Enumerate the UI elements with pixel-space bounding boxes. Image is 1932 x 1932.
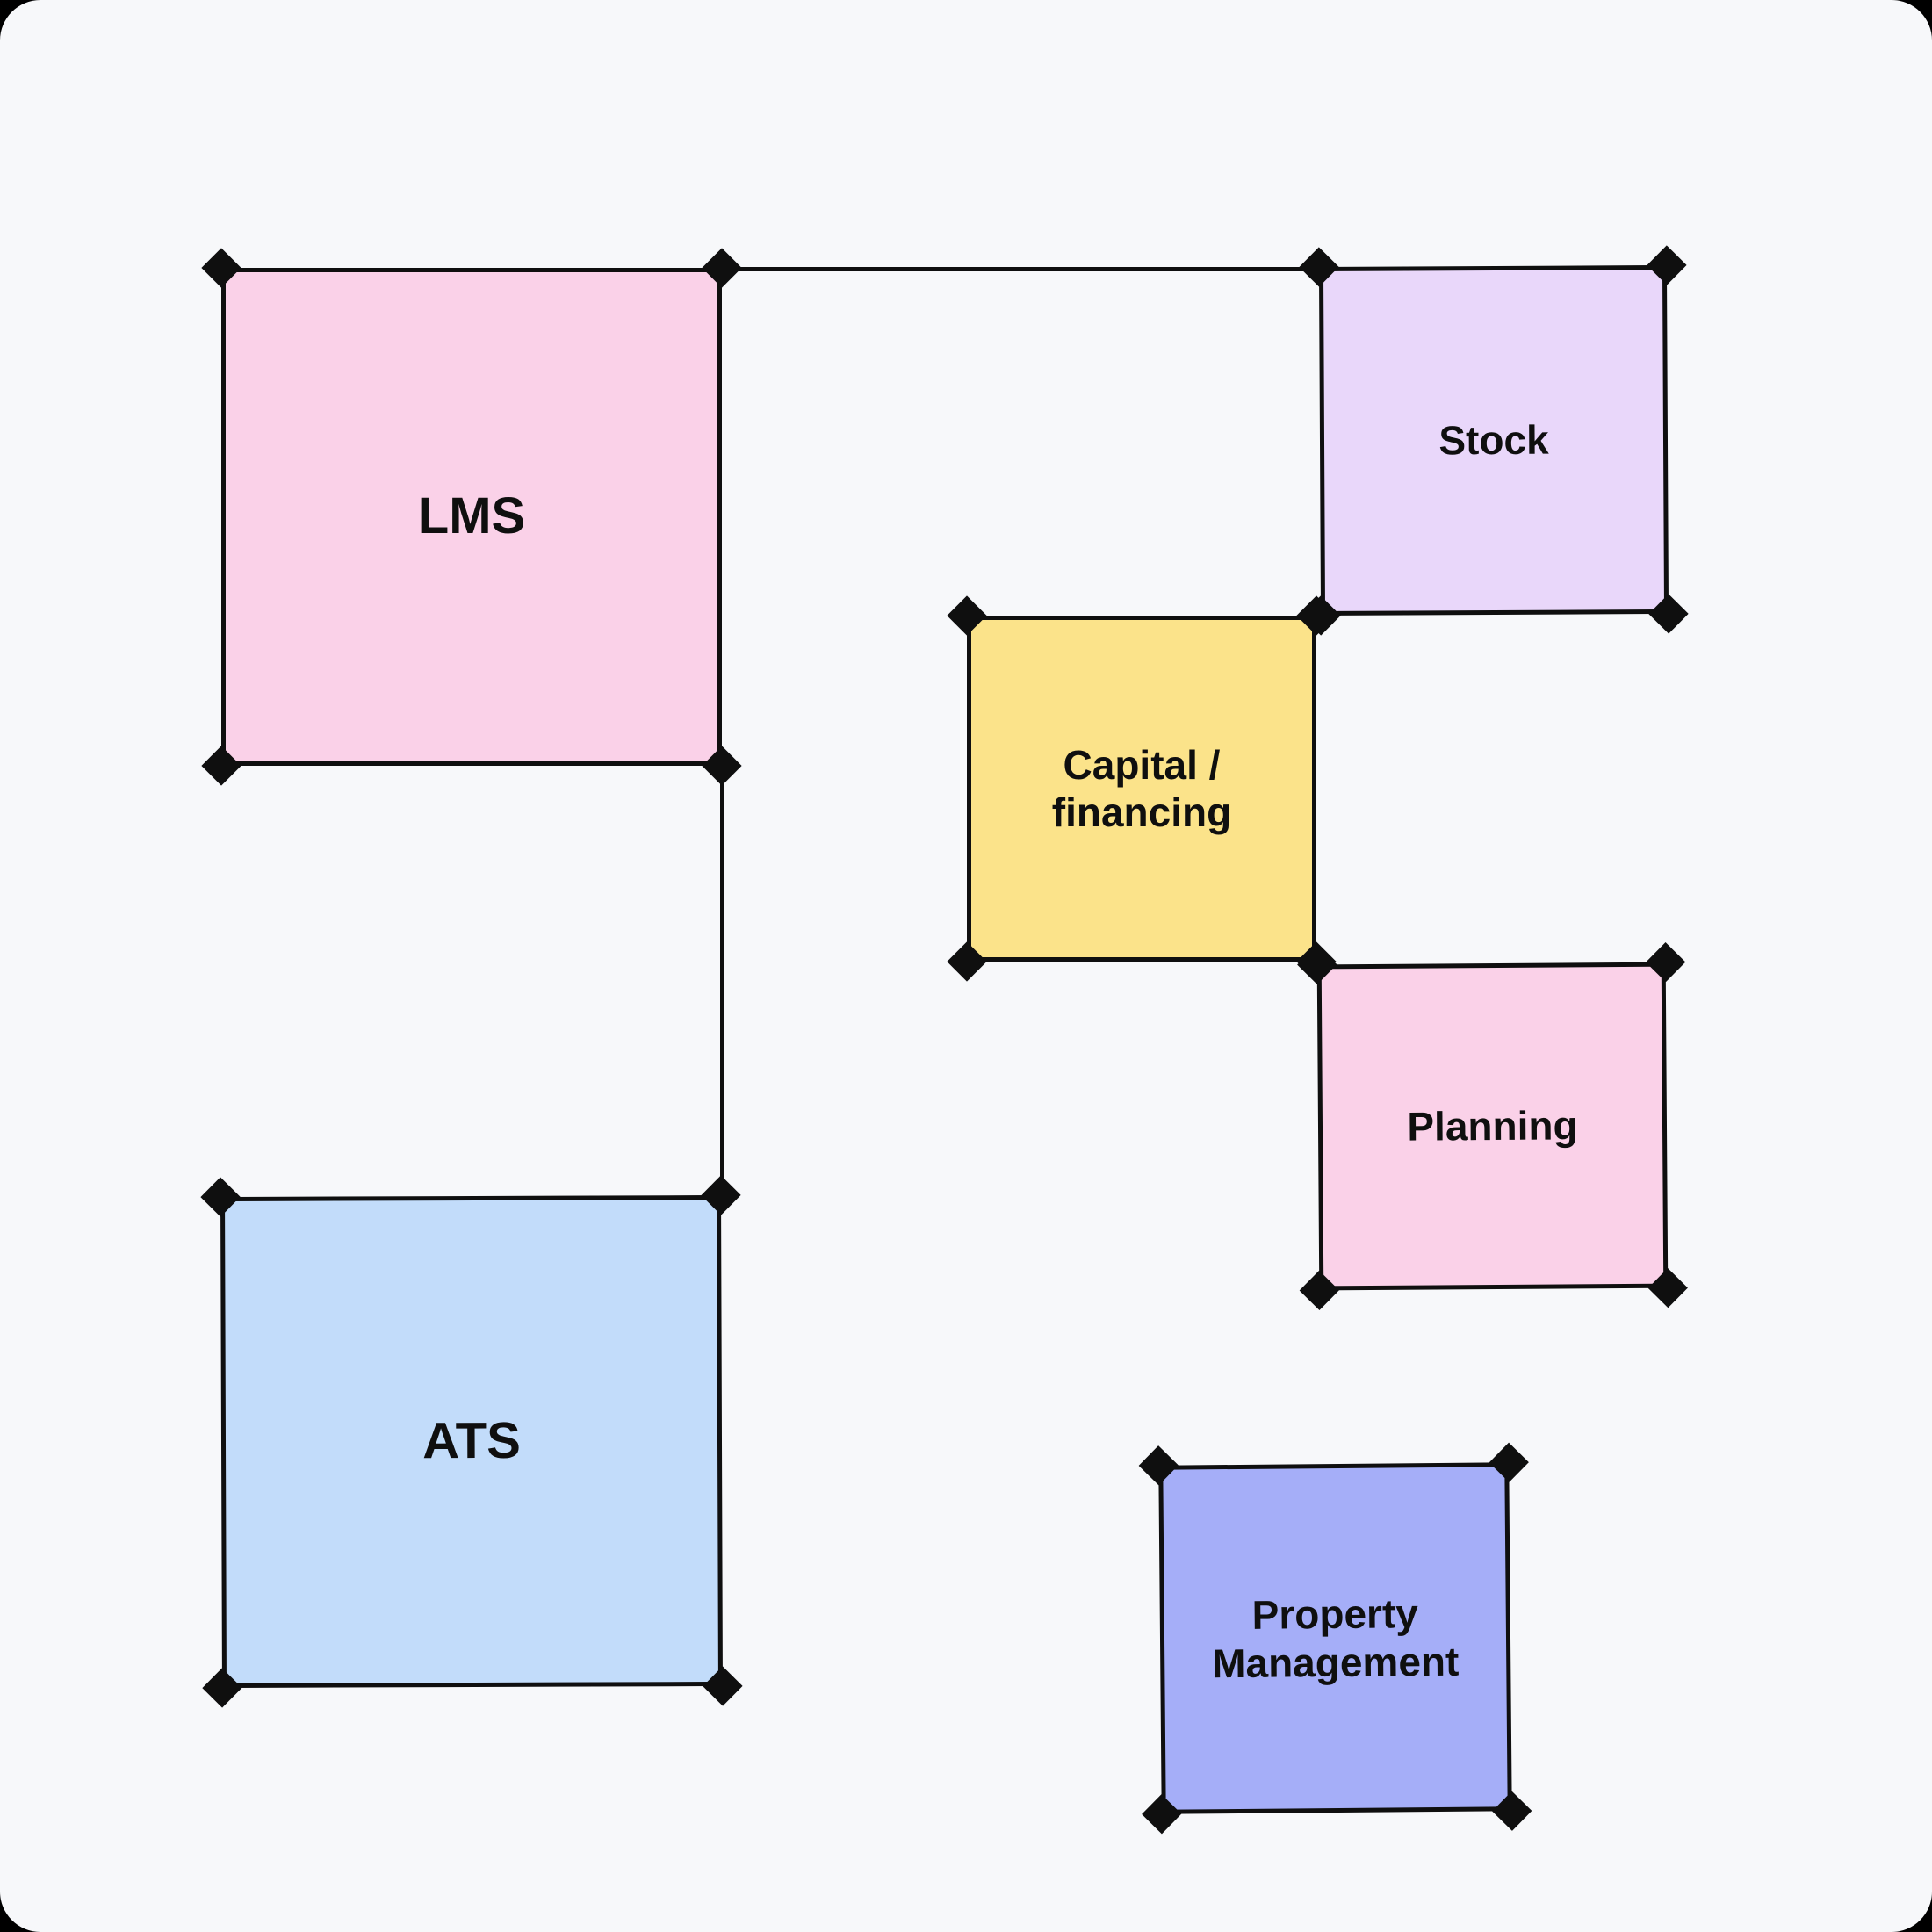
corner-handle-property-management-0[interactable]	[1138, 1445, 1179, 1486]
node-label-capital-financing: Capital / financing	[1051, 741, 1232, 835]
node-lms[interactable]: LMS	[201, 248, 742, 786]
connector-line-lms-to-stock[interactable]	[722, 266, 1320, 271]
corner-handle-planning-3[interactable]	[1647, 1267, 1688, 1308]
corner-handle-planning-2[interactable]	[1299, 1270, 1339, 1311]
node-planning[interactable]: Planning	[1297, 941, 1688, 1311]
corner-handle-ats-3[interactable]	[703, 1666, 743, 1706]
node-capital-financing[interactable]: Capital / financing	[947, 595, 1337, 982]
corner-handle-planning-1[interactable]	[1646, 941, 1686, 983]
corner-handle-lms-3[interactable]	[702, 746, 742, 786]
corner-handle-capital-financing-2[interactable]	[947, 941, 987, 982]
corner-handle-lms-1[interactable]	[702, 248, 742, 288]
corner-handle-ats-0[interactable]	[200, 1177, 241, 1217]
corner-handle-capital-financing-0[interactable]	[947, 595, 987, 636]
corner-handle-stock-1[interactable]	[1647, 245, 1687, 285]
corner-handle-property-management-1[interactable]	[1489, 1442, 1529, 1482]
node-label-planning: Planning	[1407, 1102, 1578, 1150]
corner-handle-lms-2[interactable]	[201, 746, 242, 786]
node-property-management[interactable]: Property Management	[1138, 1442, 1532, 1835]
corner-handle-lms-0[interactable]	[201, 248, 242, 288]
node-label-stock: Stock	[1438, 417, 1549, 464]
node-stock[interactable]: Stock	[1299, 245, 1689, 636]
connector-line-lms-to-ats[interactable]	[719, 766, 724, 1195]
corner-handle-ats-2[interactable]	[202, 1668, 242, 1708]
node-label-property-management: Property Management	[1211, 1590, 1460, 1686]
corner-handle-property-management-3[interactable]	[1492, 1791, 1532, 1831]
node-ats[interactable]: ATS	[200, 1175, 743, 1708]
corner-handle-stock-3[interactable]	[1648, 594, 1689, 634]
node-label-ats: ATS	[422, 1412, 521, 1470]
node-label-lms: LMS	[417, 487, 526, 545]
corner-handle-property-management-2[interactable]	[1142, 1794, 1182, 1835]
